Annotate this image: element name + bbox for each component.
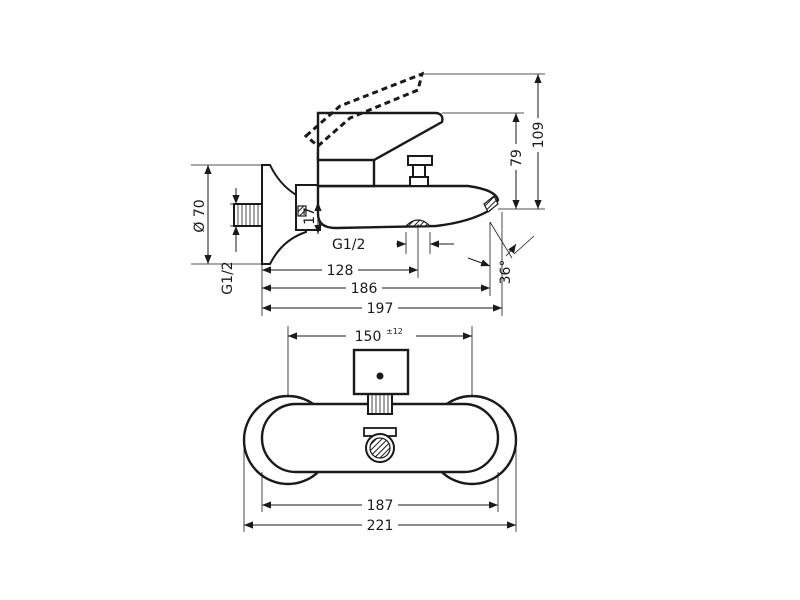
label-dim-128: 128 [327,263,354,279]
label-dim-109: 109 [531,122,547,149]
dim-109: 109 [530,74,547,209]
label-dim-197: 197 [367,301,394,317]
label-tolerance: ±12 [386,327,403,336]
front-view: 150 ±12 187 221 [242,326,518,534]
dim-197: 197 [262,298,502,317]
lever-head [352,348,410,396]
label-diameter-70: Ø 70 [192,199,208,232]
inlet-thread-connector [233,203,265,227]
dim-angle-36: 36° [467,221,535,285]
dim-186: 186 [262,278,490,297]
label-dim-187: 187 [367,498,394,514]
lever-handle [316,111,444,188]
dim-outlet-thread: G1/2 [332,232,454,254]
dim-221: 221 [244,515,516,534]
dim-150: 150 ±12 [288,326,472,345]
bottom-outlet [404,219,432,227]
mixer-body-spout [316,184,500,230]
dim-128: 128 [262,260,418,279]
dim-diameter-70: Ø 70 [191,164,262,265]
label-dim-79: 79 [509,149,525,167]
wall-rosette [261,164,307,265]
lever-indicator-dot [376,372,384,380]
label-outlet-thread: G1/2 [332,237,365,253]
diverter-knob [407,155,433,187]
side-view: Ø 70 G1/2 17 G1/2 36° [191,71,547,317]
label-dim-221: 221 [367,518,394,534]
label-dim-17: 17 [302,207,318,225]
dim-187: 187 [262,495,498,514]
spout-aerator [483,195,499,213]
dim-79: 79 [508,113,525,209]
dim-inlet-thread: G1/2 [220,188,242,295]
label-angle-36: 36° [498,260,514,285]
label-dim-186: 186 [351,281,378,297]
front-aerator [363,427,397,463]
label-dim-150: 150 [355,329,382,345]
label-inlet-thread: G1/2 [220,261,236,294]
lever-open-position [303,71,425,148]
dim-17: 17 [302,202,322,234]
